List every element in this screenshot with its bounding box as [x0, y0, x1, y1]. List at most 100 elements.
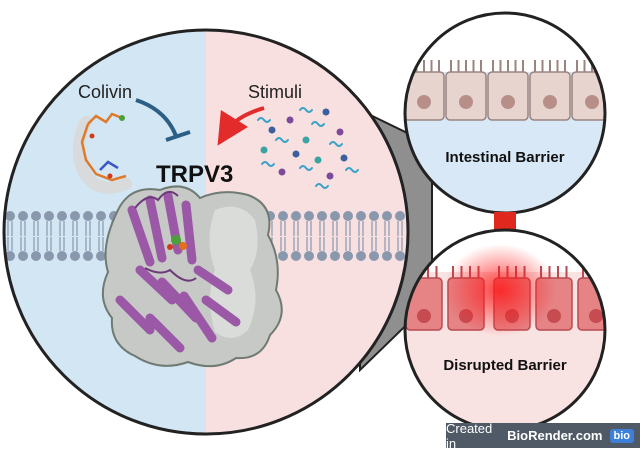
- colivin-molecule: [72, 112, 132, 194]
- lipid-head: [278, 251, 288, 261]
- lipid-head: [291, 211, 301, 221]
- lipid-tail: [384, 237, 390, 251]
- stimulus-squiggle: [311, 121, 325, 127]
- lipid-tail: [332, 237, 338, 251]
- inhibition-arrow: [135, 98, 178, 137]
- disrupted-cell: [577, 266, 605, 331]
- lipid-tail: [72, 221, 78, 236]
- bound-ligand: [167, 235, 187, 250]
- lipid-tail: [358, 237, 364, 251]
- lipid-tail: [20, 237, 26, 251]
- cell-nucleus: [547, 309, 561, 323]
- stimulus-squiggle: [299, 165, 313, 171]
- biorender-badge[interactable]: Created in BioRender.com bio: [446, 420, 640, 451]
- lipid-head: [382, 251, 392, 261]
- lipid-tail: [397, 221, 403, 236]
- stimulus-arrow: [217, 106, 265, 146]
- lipid-head: [57, 211, 67, 221]
- lipid-head: [369, 251, 379, 261]
- epithelial-cell: [487, 60, 529, 121]
- stimulus-particle: [260, 146, 268, 154]
- stimulus-squiggle: [299, 107, 313, 113]
- lipid-head: [5, 211, 15, 221]
- lipid-head: [31, 251, 41, 261]
- protein-loops: [134, 190, 197, 282]
- lipid-head: [356, 251, 366, 261]
- lipid-head: [369, 211, 379, 221]
- disrupted-barrier-panel: [405, 230, 605, 430]
- lipid-tail: [59, 237, 65, 251]
- stimulus-particle: [302, 136, 310, 144]
- lipid-tail: [306, 237, 312, 251]
- stimulus-particle: [278, 168, 286, 176]
- lipid-tail: [59, 221, 65, 236]
- lipid-tail: [280, 221, 286, 236]
- lipid-tail: [85, 237, 91, 251]
- stimulus-squiggle: [345, 167, 359, 173]
- lipid-head: [96, 211, 106, 221]
- lipid-tail: [332, 221, 338, 236]
- lipid-head: [70, 211, 80, 221]
- colivin-label: Colivin: [78, 82, 132, 102]
- lipid-head: [291, 251, 301, 261]
- lipid-tail: [306, 221, 312, 236]
- biorender-logo-icon: bio: [609, 428, 634, 443]
- stimulus-particle: [322, 108, 330, 116]
- stimulus-particle: [326, 172, 334, 180]
- stimulus-particle: [286, 116, 294, 124]
- lipid-tail: [280, 237, 286, 251]
- lipid-head: [395, 211, 405, 221]
- lipid-tail: [33, 221, 39, 236]
- lipid-tail: [384, 221, 390, 236]
- lipid-tail: [293, 237, 299, 251]
- protein-helices: [115, 191, 241, 353]
- lipid-head: [317, 211, 327, 221]
- lipid-head: [278, 211, 288, 221]
- stimulus-squiggle: [275, 137, 289, 143]
- lipid-head: [96, 251, 106, 261]
- cell-nucleus: [417, 95, 431, 109]
- badge-prefix: Created in: [446, 420, 493, 451]
- trpv3-panel: [4, 30, 408, 434]
- lipid-head: [70, 251, 80, 261]
- lipid-tail: [397, 237, 403, 251]
- lipid-tail: [85, 221, 91, 236]
- lipid-head: [317, 251, 327, 261]
- lipid-tail: [20, 221, 26, 236]
- stimulus-squiggle: [315, 183, 329, 189]
- lipid-tail: [371, 237, 377, 251]
- protein-density-shadow: [209, 206, 258, 339]
- stimulus-particle: [268, 126, 276, 134]
- lipid-head: [83, 251, 93, 261]
- stimulus-particle: [336, 128, 344, 136]
- cell-nucleus: [459, 95, 473, 109]
- lipid-head: [330, 251, 340, 261]
- inflammation-glow: [444, 244, 556, 336]
- lipid-head: [31, 211, 41, 221]
- stimuli-label: Stimuli: [248, 82, 302, 102]
- stimulus-particle: [340, 154, 348, 162]
- badge-brand: BioRender.com: [507, 428, 603, 443]
- lipid-head: [304, 251, 314, 261]
- stimulus-squiggle: [261, 161, 275, 167]
- epithelial-cell: [529, 60, 571, 121]
- lipid-head: [18, 211, 28, 221]
- lipid-tail: [319, 237, 325, 251]
- lipid-head: [44, 211, 54, 221]
- stimulus-squiggle: [329, 141, 343, 147]
- lipid-tail: [72, 237, 78, 251]
- lipid-tail: [33, 237, 39, 251]
- epithelial-cell: [405, 60, 445, 121]
- lipid-tail: [7, 221, 13, 236]
- lipid-head: [330, 211, 340, 221]
- epithelial-cell: [445, 60, 487, 121]
- trpv3-protein: [101, 185, 283, 368]
- lipid-tail: [98, 237, 104, 251]
- intestinal-barrier-label: Intestinal Barrier: [445, 149, 564, 166]
- lipid-tail: [319, 221, 325, 236]
- lipid-head: [382, 211, 392, 221]
- lipid-tail: [7, 237, 13, 251]
- lipid-tail: [46, 221, 52, 236]
- lipid-head: [5, 251, 15, 261]
